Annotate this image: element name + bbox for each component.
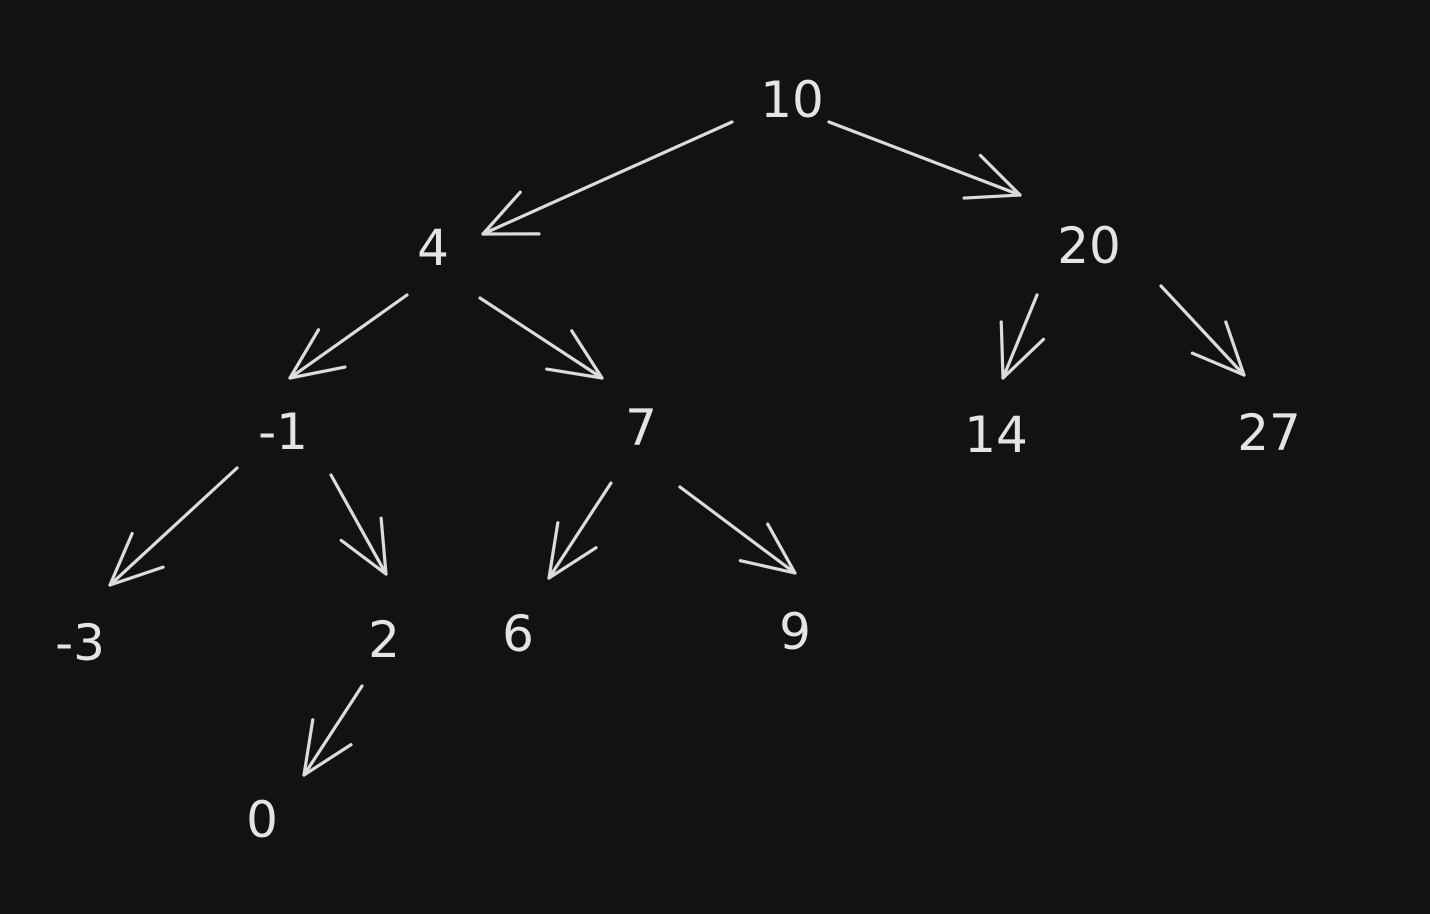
edge-arrow-7-to-6 <box>547 481 613 580</box>
tree-node-neg1: -1 <box>258 403 308 461</box>
edges-layer <box>108 120 1246 777</box>
edge-arrow-20-to-14 <box>999 293 1046 380</box>
edge-arrow-20-to-27 <box>1159 284 1246 377</box>
tree-node-neg3: -3 <box>55 614 105 672</box>
tree-node-14: 14 <box>964 406 1028 464</box>
edge-arrow--1-to--3 <box>108 466 239 587</box>
edge-arrow-10-to-4 <box>481 120 734 236</box>
edge-arrow-2-to-0 <box>302 684 364 777</box>
tree-node-20: 20 <box>1057 217 1121 275</box>
nodes-layer: 10 4 20 -1 7 14 27 -3 2 6 9 0 <box>55 71 1301 849</box>
edge-arrow-4-to-7 <box>478 296 604 380</box>
edge-arrow--1-to-2 <box>329 473 388 576</box>
tree-node-6: 6 <box>502 605 534 663</box>
edge-arrow-10-to-20 <box>827 120 1022 200</box>
tree-node-9: 9 <box>779 603 811 661</box>
tree-node-4: 4 <box>417 219 449 277</box>
tree-node-0: 0 <box>246 791 278 849</box>
edge-arrow-4-to--1 <box>288 293 409 380</box>
tree-node-7: 7 <box>625 399 657 457</box>
tree-node-2: 2 <box>368 611 400 669</box>
tree-node-10: 10 <box>760 71 824 129</box>
edge-arrow-7-to-9 <box>678 485 797 575</box>
tree-node-27: 27 <box>1237 404 1301 462</box>
